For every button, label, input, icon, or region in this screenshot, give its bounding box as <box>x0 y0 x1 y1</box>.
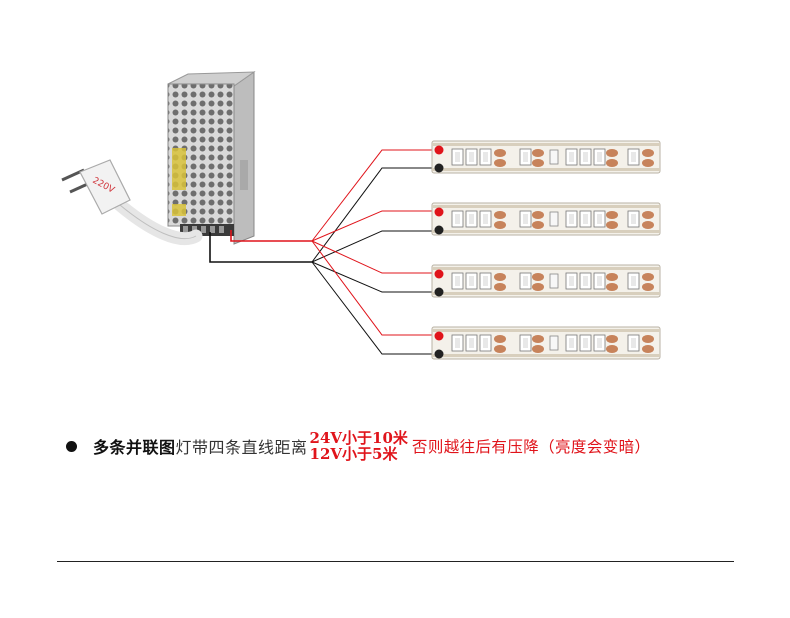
parallel-wires <box>311 149 439 355</box>
negative-pad <box>434 225 444 235</box>
resistor <box>642 149 654 157</box>
voltage-drop-note: 否则越往后有压降（亮度会变暗） <box>411 438 651 456</box>
resistor <box>642 273 654 281</box>
negative-pad <box>434 287 444 297</box>
resistor <box>606 273 618 281</box>
limit-24v: 24V小于10米 <box>309 429 408 447</box>
divider <box>57 561 734 562</box>
length-limits: 24V小于10米 12V小于5米 <box>310 430 408 462</box>
resistor <box>494 273 506 281</box>
led-strip-4 <box>431 326 661 360</box>
resistor <box>494 335 506 343</box>
led-strip-3 <box>431 264 661 298</box>
resistor <box>532 335 544 343</box>
resistor <box>532 211 544 219</box>
resistor <box>642 335 654 343</box>
limit-12v: 12V小于5米 <box>309 445 398 463</box>
led-strip-2 <box>431 202 661 236</box>
caption-line: 多条并联图 灯带四条直线距离 24V小于10米 12V小于5米 否则越往后有压降… <box>66 428 776 464</box>
led-strip-1 <box>431 140 661 174</box>
power-plug: 220V <box>61 159 203 246</box>
resistor <box>494 149 506 157</box>
resistor <box>606 149 618 157</box>
resistor <box>532 149 544 157</box>
power-supply <box>167 71 256 245</box>
negative-pad <box>434 349 444 359</box>
positive-pad <box>434 145 444 155</box>
caption-distance-text: 灯带四条直线距离 <box>175 438 308 457</box>
resistor <box>606 335 618 343</box>
positive-pad <box>434 207 444 217</box>
resistor <box>606 211 618 219</box>
resistor <box>532 273 544 281</box>
bullet-icon <box>66 440 77 452</box>
positive-pad <box>434 269 444 279</box>
wiring-diagram: 220V <box>61 71 661 360</box>
resistor <box>642 211 654 219</box>
positive-pad <box>434 331 444 341</box>
caption-title: 多条并联图 <box>93 438 176 457</box>
resistor <box>494 211 506 219</box>
negative-pad <box>434 163 444 173</box>
